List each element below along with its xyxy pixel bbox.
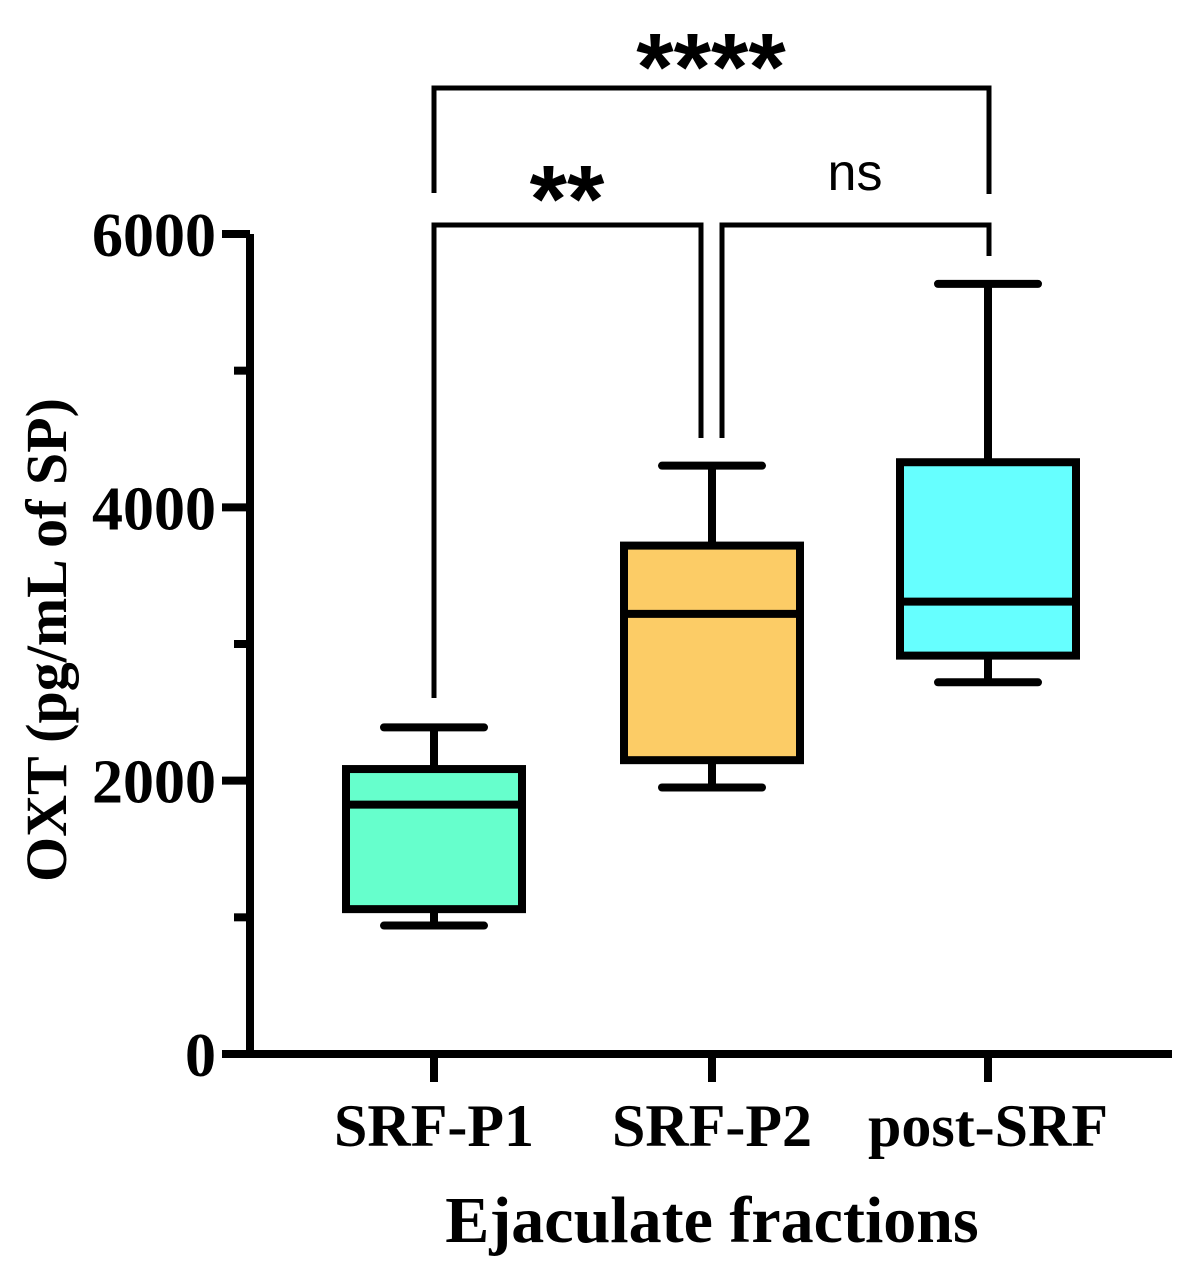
iqr-box [620, 541, 804, 765]
x-axis: SRF-P1 SRF-P2 post-SRF [246, 1050, 1172, 1159]
y-tick-label: 4000 [92, 475, 216, 543]
x-tick-label: post-SRF [868, 1093, 1108, 1159]
box-srf-p1 [342, 723, 526, 930]
box-srf-p2 [620, 461, 804, 792]
sig-label-p1-p2: ** [530, 146, 605, 253]
bracket-p2-post [719, 222, 992, 438]
iqr-box [342, 765, 526, 914]
significance-brackets: ** ns **** [431, 14, 992, 698]
box-post-srf [896, 279, 1080, 687]
y-tick-label: 2000 [92, 749, 216, 817]
y-axis: 0 2000 4000 6000 [92, 202, 254, 1090]
bracket-p1-post [431, 85, 992, 194]
x-axis-ticks: SRF-P1 SRF-P2 post-SRF [334, 1054, 1108, 1159]
x-axis-title: Ejaculate fractions [445, 1184, 978, 1257]
box-series [342, 279, 1080, 930]
sig-label-p2-post: ns [828, 144, 883, 202]
y-axis-ticks: 0 2000 4000 6000 [92, 202, 250, 1090]
x-tick-label: SRF-P1 [334, 1093, 534, 1159]
y-axis-title: OXT (pg/mL of SP) [14, 398, 79, 882]
iqr-box [896, 458, 1080, 660]
bracket-p1-p2 [431, 222, 704, 698]
x-tick-label: SRF-P2 [612, 1093, 812, 1159]
y-tick-label: 0 [185, 1022, 216, 1090]
y-tick-label: 6000 [92, 202, 216, 270]
sig-label-p1-post: **** [636, 14, 786, 121]
